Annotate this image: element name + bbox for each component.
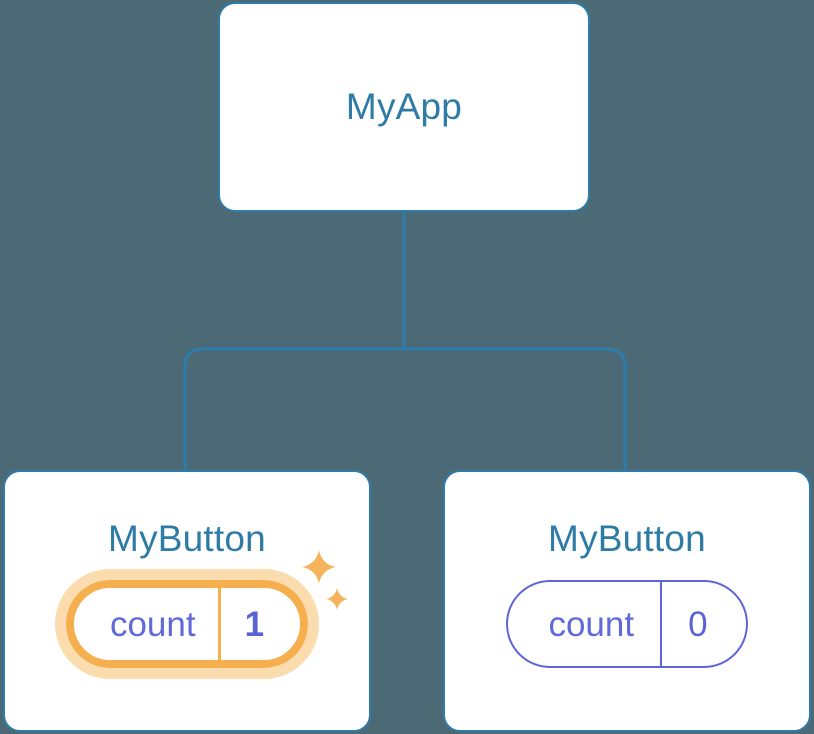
state-pill-left[interactable]: count 1 xyxy=(65,580,309,668)
state-key-left: count xyxy=(109,604,196,644)
node-title-mybutton-left: MyButton xyxy=(108,518,266,559)
node-card-mybutton-right[interactable]: MyButton count 0 xyxy=(443,470,811,732)
state-value-right: 0 xyxy=(660,582,745,666)
state-pill-holder-left: count 1 xyxy=(54,550,349,679)
node-card-myapp[interactable]: MyApp xyxy=(218,2,590,212)
state-pill-wrap-right: count 0 xyxy=(445,580,809,668)
connector-to-right-child xyxy=(404,347,627,478)
connector-to-left-child xyxy=(183,347,404,478)
state-pill-right[interactable]: count 0 xyxy=(506,580,748,668)
sparkle-group xyxy=(300,550,360,630)
state-pill-wrap-left: count 1 xyxy=(5,550,369,679)
state-pill-holder-right: count 0 xyxy=(506,580,748,668)
node-title-mybutton-right: MyButton xyxy=(548,518,706,559)
state-value-left: 1 xyxy=(217,588,300,660)
node-card-mybutton-left[interactable]: MyButton count 1 xyxy=(3,470,371,732)
state-key-right: count xyxy=(548,604,635,644)
sparkle-small-icon xyxy=(326,588,349,610)
node-title-myapp: MyApp xyxy=(345,86,463,127)
